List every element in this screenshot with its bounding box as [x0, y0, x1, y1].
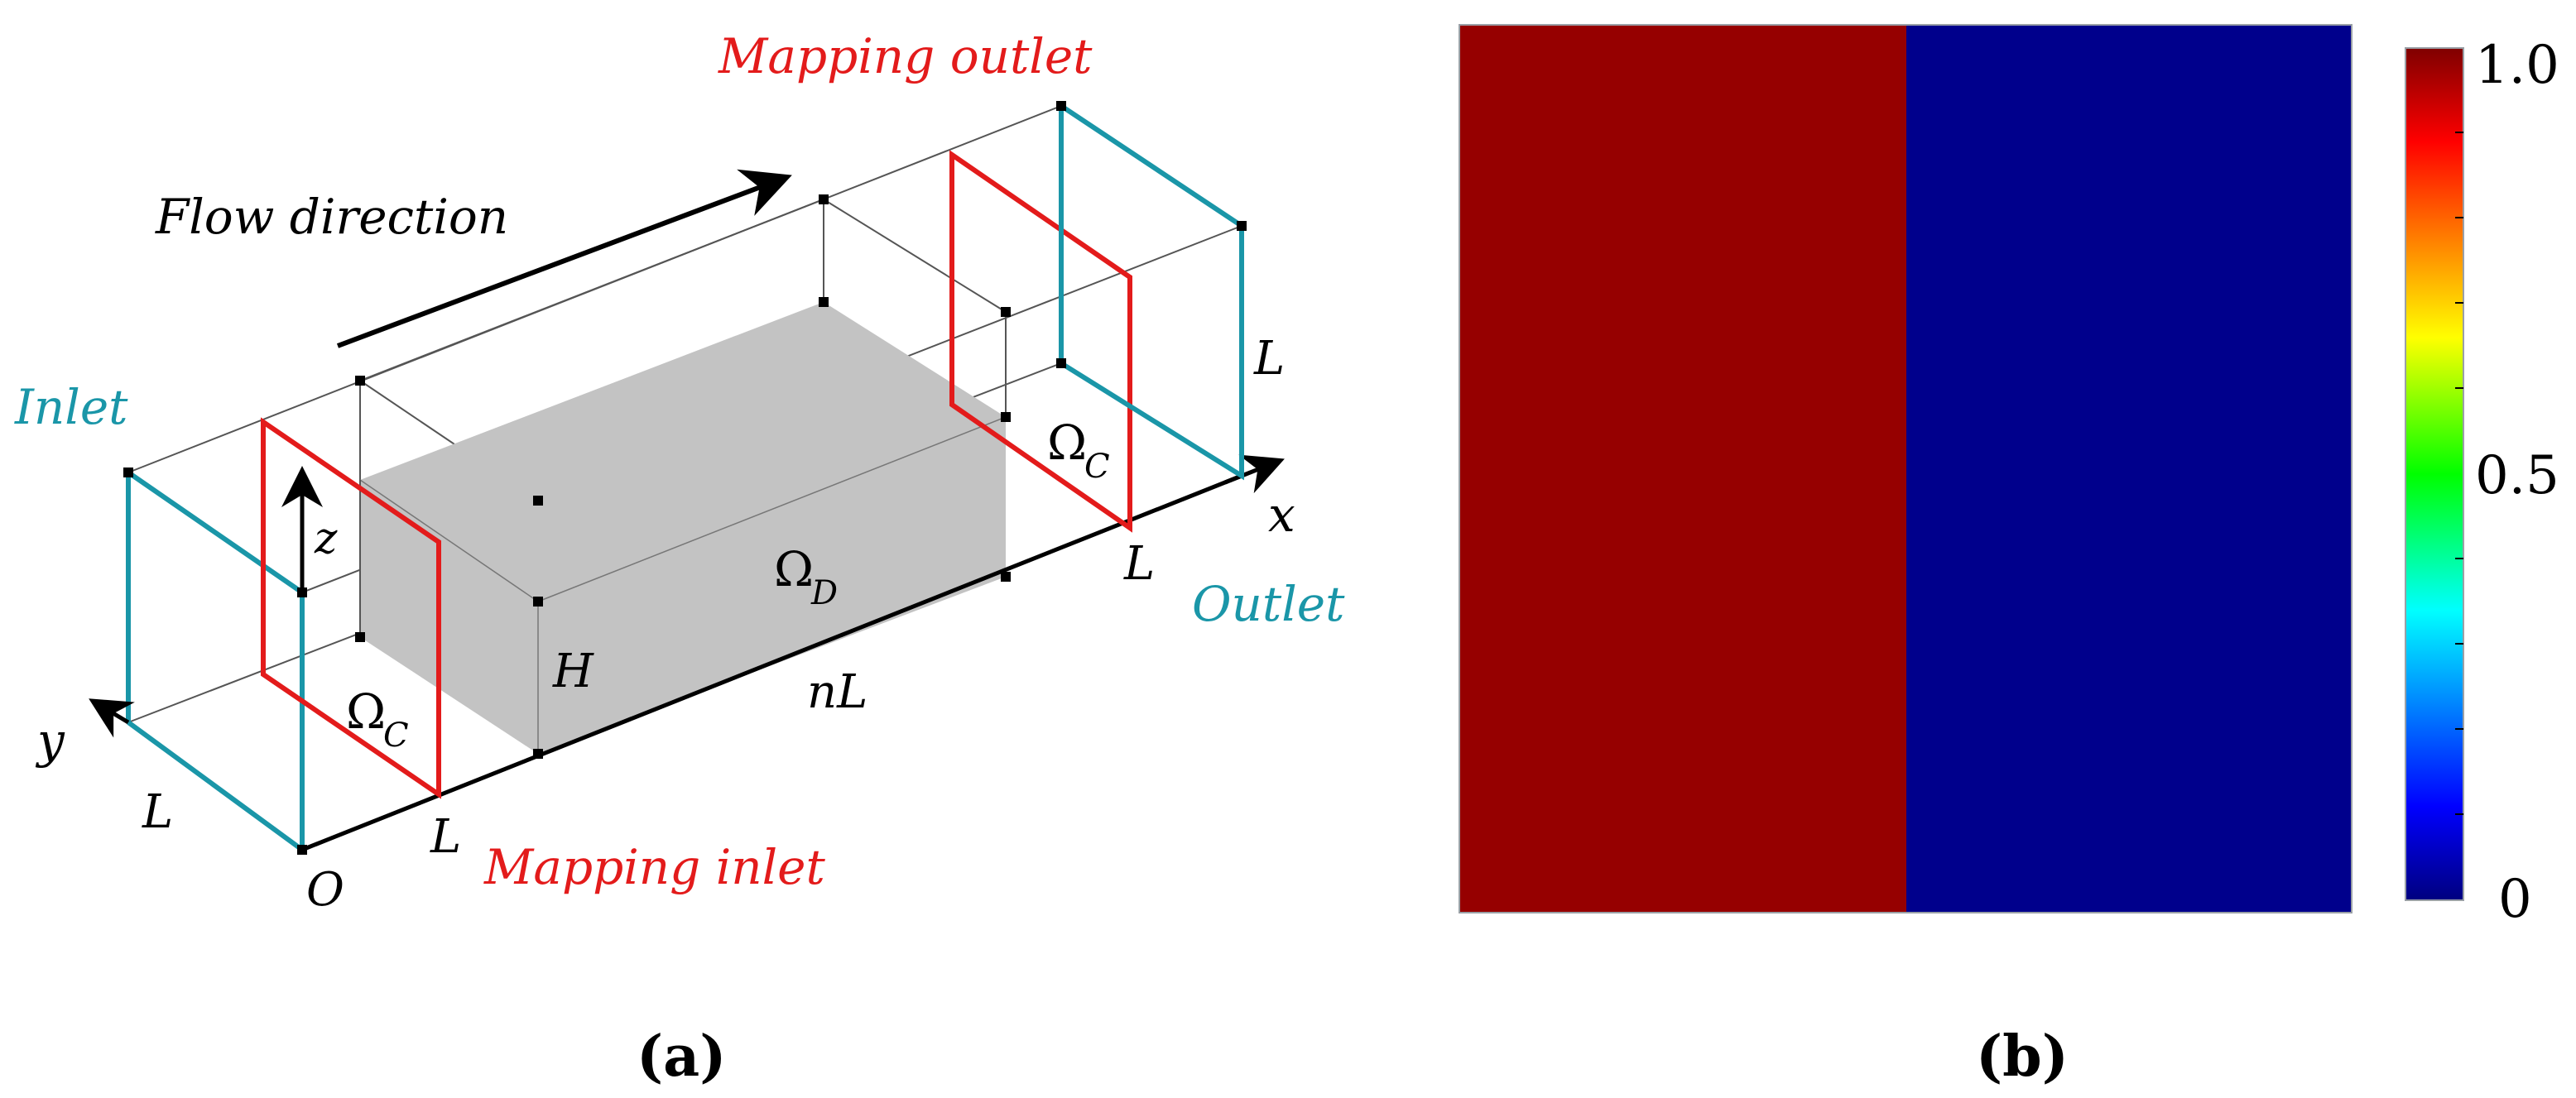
length-l-mapin-label: L [430, 810, 461, 864]
omega-c-right-subscript: C [1084, 448, 1110, 486]
colorbar-gradient [2405, 47, 2464, 901]
mapping-outlet-square [949, 150, 1132, 533]
flow-direction-arrow [336, 169, 792, 348]
panel-a-diagram: Flow direction Inlet Outlet Mapping outl… [14, 28, 1345, 1090]
omega-c-left-label: Ω C [346, 683, 409, 755]
axis-x-label: x [1268, 487, 1295, 543]
length-l-outlet-label: L [1253, 332, 1285, 386]
panel-b-caption: (b) [1976, 1024, 2069, 1090]
omega-d-symbol: Ω [774, 541, 814, 597]
inlet-label: Inlet [14, 379, 128, 435]
flow-direction-label: Flow direction [155, 189, 508, 245]
origin-label: O [306, 863, 344, 917]
field-border [1459, 24, 2353, 913]
colorbar-tick-0-5: 0.5 [2475, 445, 2559, 506]
panel-b-field: 1.0 0.5 0 (b) [1459, 24, 2559, 1090]
outlet-square [1059, 101, 1244, 481]
x-axis-edge [301, 473, 1242, 852]
mapping-inlet-label: Mapping inlet [483, 839, 825, 895]
height-h-label: H [552, 645, 594, 698]
field-left-region [1459, 25, 1906, 913]
colorbar-tick-0: 0 [2498, 869, 2532, 930]
omega-c-right-symbol: Ω [1047, 415, 1087, 471]
axis-z-label: z [314, 514, 338, 563]
mapping-outlet-label: Mapping outlet [718, 28, 1093, 84]
omega-c-left-symbol: Ω [346, 683, 386, 740]
colorbar-tick-1: 1.0 [2475, 35, 2559, 96]
panel-a-caption: (a) [637, 1024, 726, 1090]
y-axis-arrow [89, 698, 135, 738]
obstacle-box [359, 302, 1007, 754]
x-axis-arrow [1224, 454, 1285, 494]
vertex-markers [123, 101, 1247, 855]
omega-c-left-subscript: C [383, 717, 409, 755]
length-nl-label: nL [807, 665, 867, 719]
omega-d-subscript: D [810, 574, 838, 612]
mapping-inlet-square [261, 417, 441, 799]
omega-c-right-label: Ω C [1047, 415, 1110, 486]
colorbar-minor-ticks [2455, 132, 2463, 815]
colorbar: 1.0 0.5 0 [2405, 35, 2559, 930]
axis-y-label: y [35, 712, 65, 769]
omega-d-label: Ω D [774, 541, 838, 612]
length-l-front-label: L [142, 785, 173, 839]
field-right-region [1906, 25, 2352, 913]
outlet-label: Outlet [1192, 576, 1345, 632]
length-l-mapout-label: L [1123, 537, 1155, 591]
